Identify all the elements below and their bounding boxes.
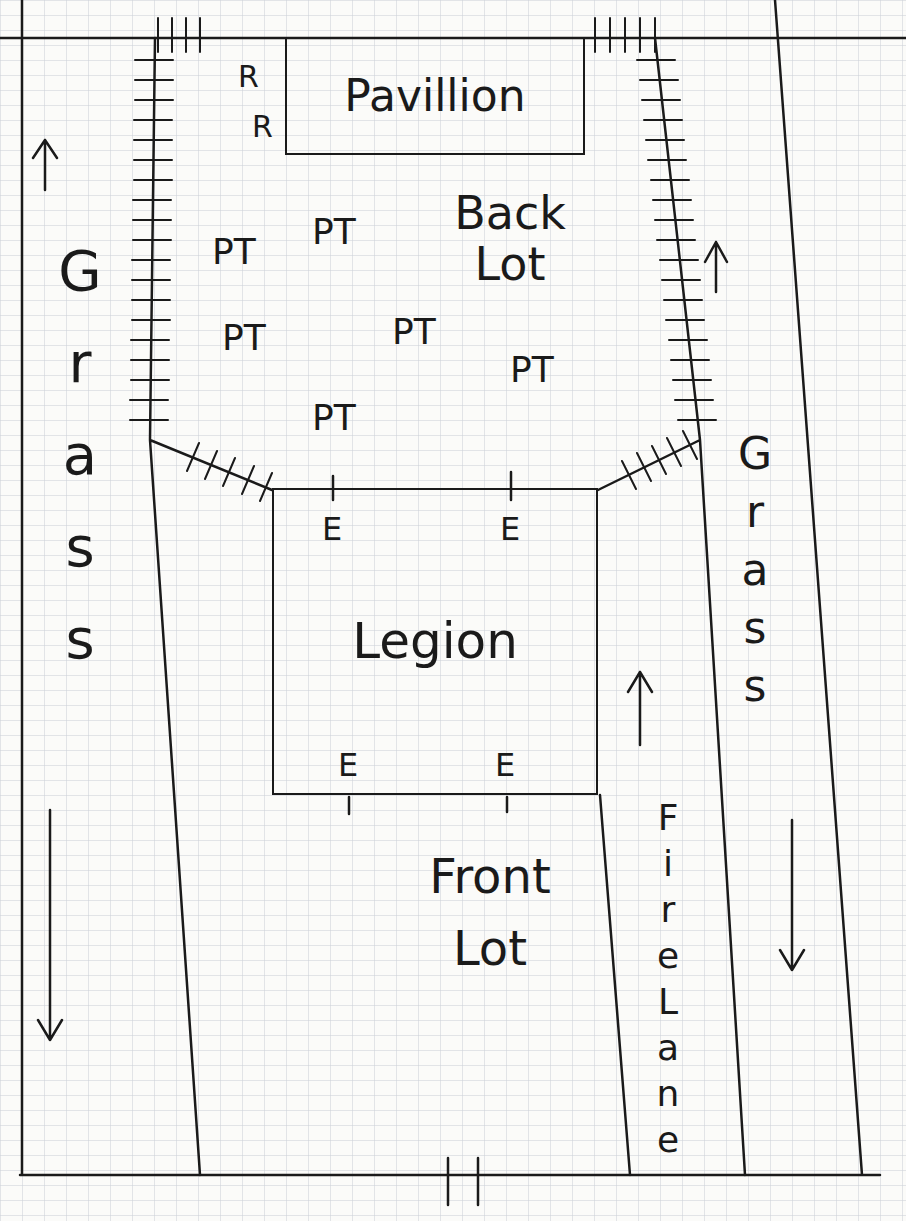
restroom-mark: R [252,110,273,143]
entrance-mark [448,1158,478,1205]
lot-border [0,0,906,1175]
building-name: Pavillion [344,72,525,120]
curb-line [150,38,745,1175]
legion-building: Legion [272,488,598,795]
picnic-table: PT [212,232,256,272]
picnic-table: PT [312,398,356,438]
picnic-table: PT [222,318,266,358]
pavilion-building: Pavillion [285,37,585,155]
lot-name: Front Lot [420,840,560,984]
area-name: Grass [58,225,101,685]
area-name: Grass [738,425,772,715]
lot-name: Back Lot [425,188,595,289]
exit-mark: E [500,512,520,547]
grass-strip: Grass [718,425,792,731]
parking-stripes [130,18,716,501]
picnic-table: PT [312,212,356,252]
picnic-table: PT [510,350,554,390]
fire-lane: Fire Lane [640,795,696,1179]
direction-arrow [33,140,804,1040]
restroom-mark: R [238,60,259,93]
building-name: Legion [352,614,518,669]
area-name: Fire Lane [657,795,680,1163]
exit-mark: E [338,748,358,783]
picnic-table: PT [392,312,436,352]
exit-mark: E [322,512,342,547]
exit-mark: E [495,748,515,783]
grass-strip: Grass [30,225,130,701]
